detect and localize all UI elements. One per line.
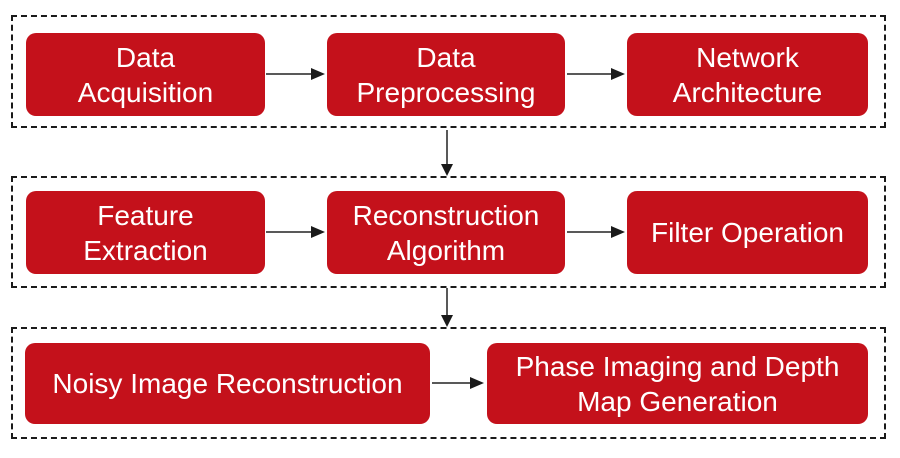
stage-group-3 [11,327,886,439]
node-phase-imaging-depth-map: Phase Imaging and Depth Map Generation [487,343,868,424]
node-network-architecture: Network Architecture [627,33,868,116]
node-feature-extraction: Feature Extraction [26,191,265,274]
arrow-extraction-to-algorithm [266,226,325,238]
arrow-stage1-to-stage2 [441,130,453,176]
arrow-algorithm-to-filter [567,226,625,238]
stage-group-2 [11,176,886,288]
node-filter-operation: Filter Operation [627,191,868,274]
arrow-preprocessing-to-architecture [567,68,625,80]
node-data-preprocessing: Data Preprocessing [327,33,565,116]
node-noisy-image-reconstruction: Noisy Image Reconstruction [25,343,430,424]
arrow-noisy-to-phase [432,377,484,389]
node-data-acquisition: Data Acquisition [26,33,265,116]
arrow-stage2-to-stage3 [441,288,453,327]
arrow-acquisition-to-preprocessing [266,68,325,80]
node-reconstruction-algorithm: Reconstruction Algorithm [327,191,565,274]
stage-group-1 [11,15,886,128]
